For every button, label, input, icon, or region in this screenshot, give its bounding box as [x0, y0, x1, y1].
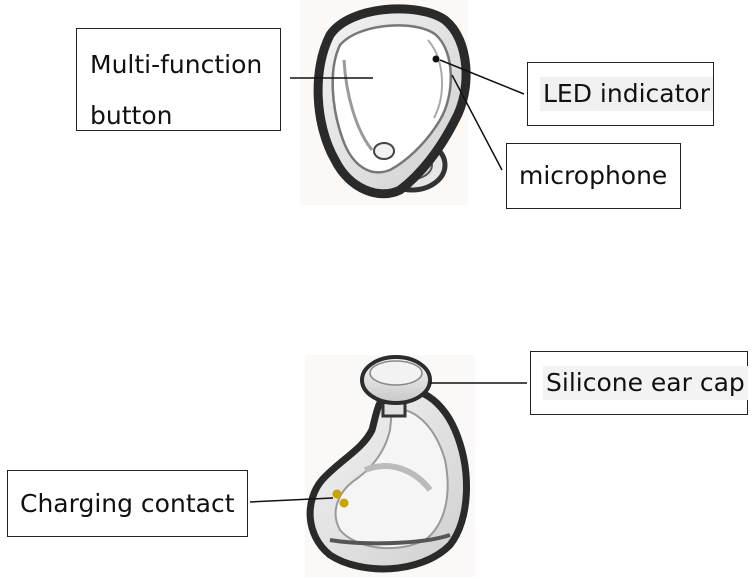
charging-contact-label: Charging contact — [7, 470, 248, 537]
led-leader — [439, 59, 525, 95]
charging-contact-leader — [249, 497, 334, 503]
led-indicator-label: LED indicator — [527, 62, 714, 126]
microphone-label: microphone — [506, 143, 681, 209]
silicone-ear-cap — [360, 355, 432, 418]
multi-function-button-label: Multi-function button — [76, 28, 281, 131]
multi-function-label-line1: Multi-function — [90, 50, 263, 79]
charging-contact-dot-2 — [339, 498, 349, 508]
charging-contact-dot-1 — [332, 489, 342, 499]
microphone-leader — [451, 74, 503, 171]
multi-function-label-line2: button — [90, 101, 173, 130]
microphone-text: microphone — [519, 161, 668, 190]
silicone-ear-cap-label: Silicone ear cap — [530, 351, 748, 415]
charging-contact-text: Charging contact — [20, 488, 235, 518]
earbud-back-view — [305, 355, 475, 577]
led-indicator-text: LED indicator — [540, 77, 713, 111]
led-indicator-dot — [432, 55, 440, 63]
earbud-front-view — [300, 0, 471, 205]
silicone-ear-cap-text: Silicone ear cap — [543, 366, 748, 400]
